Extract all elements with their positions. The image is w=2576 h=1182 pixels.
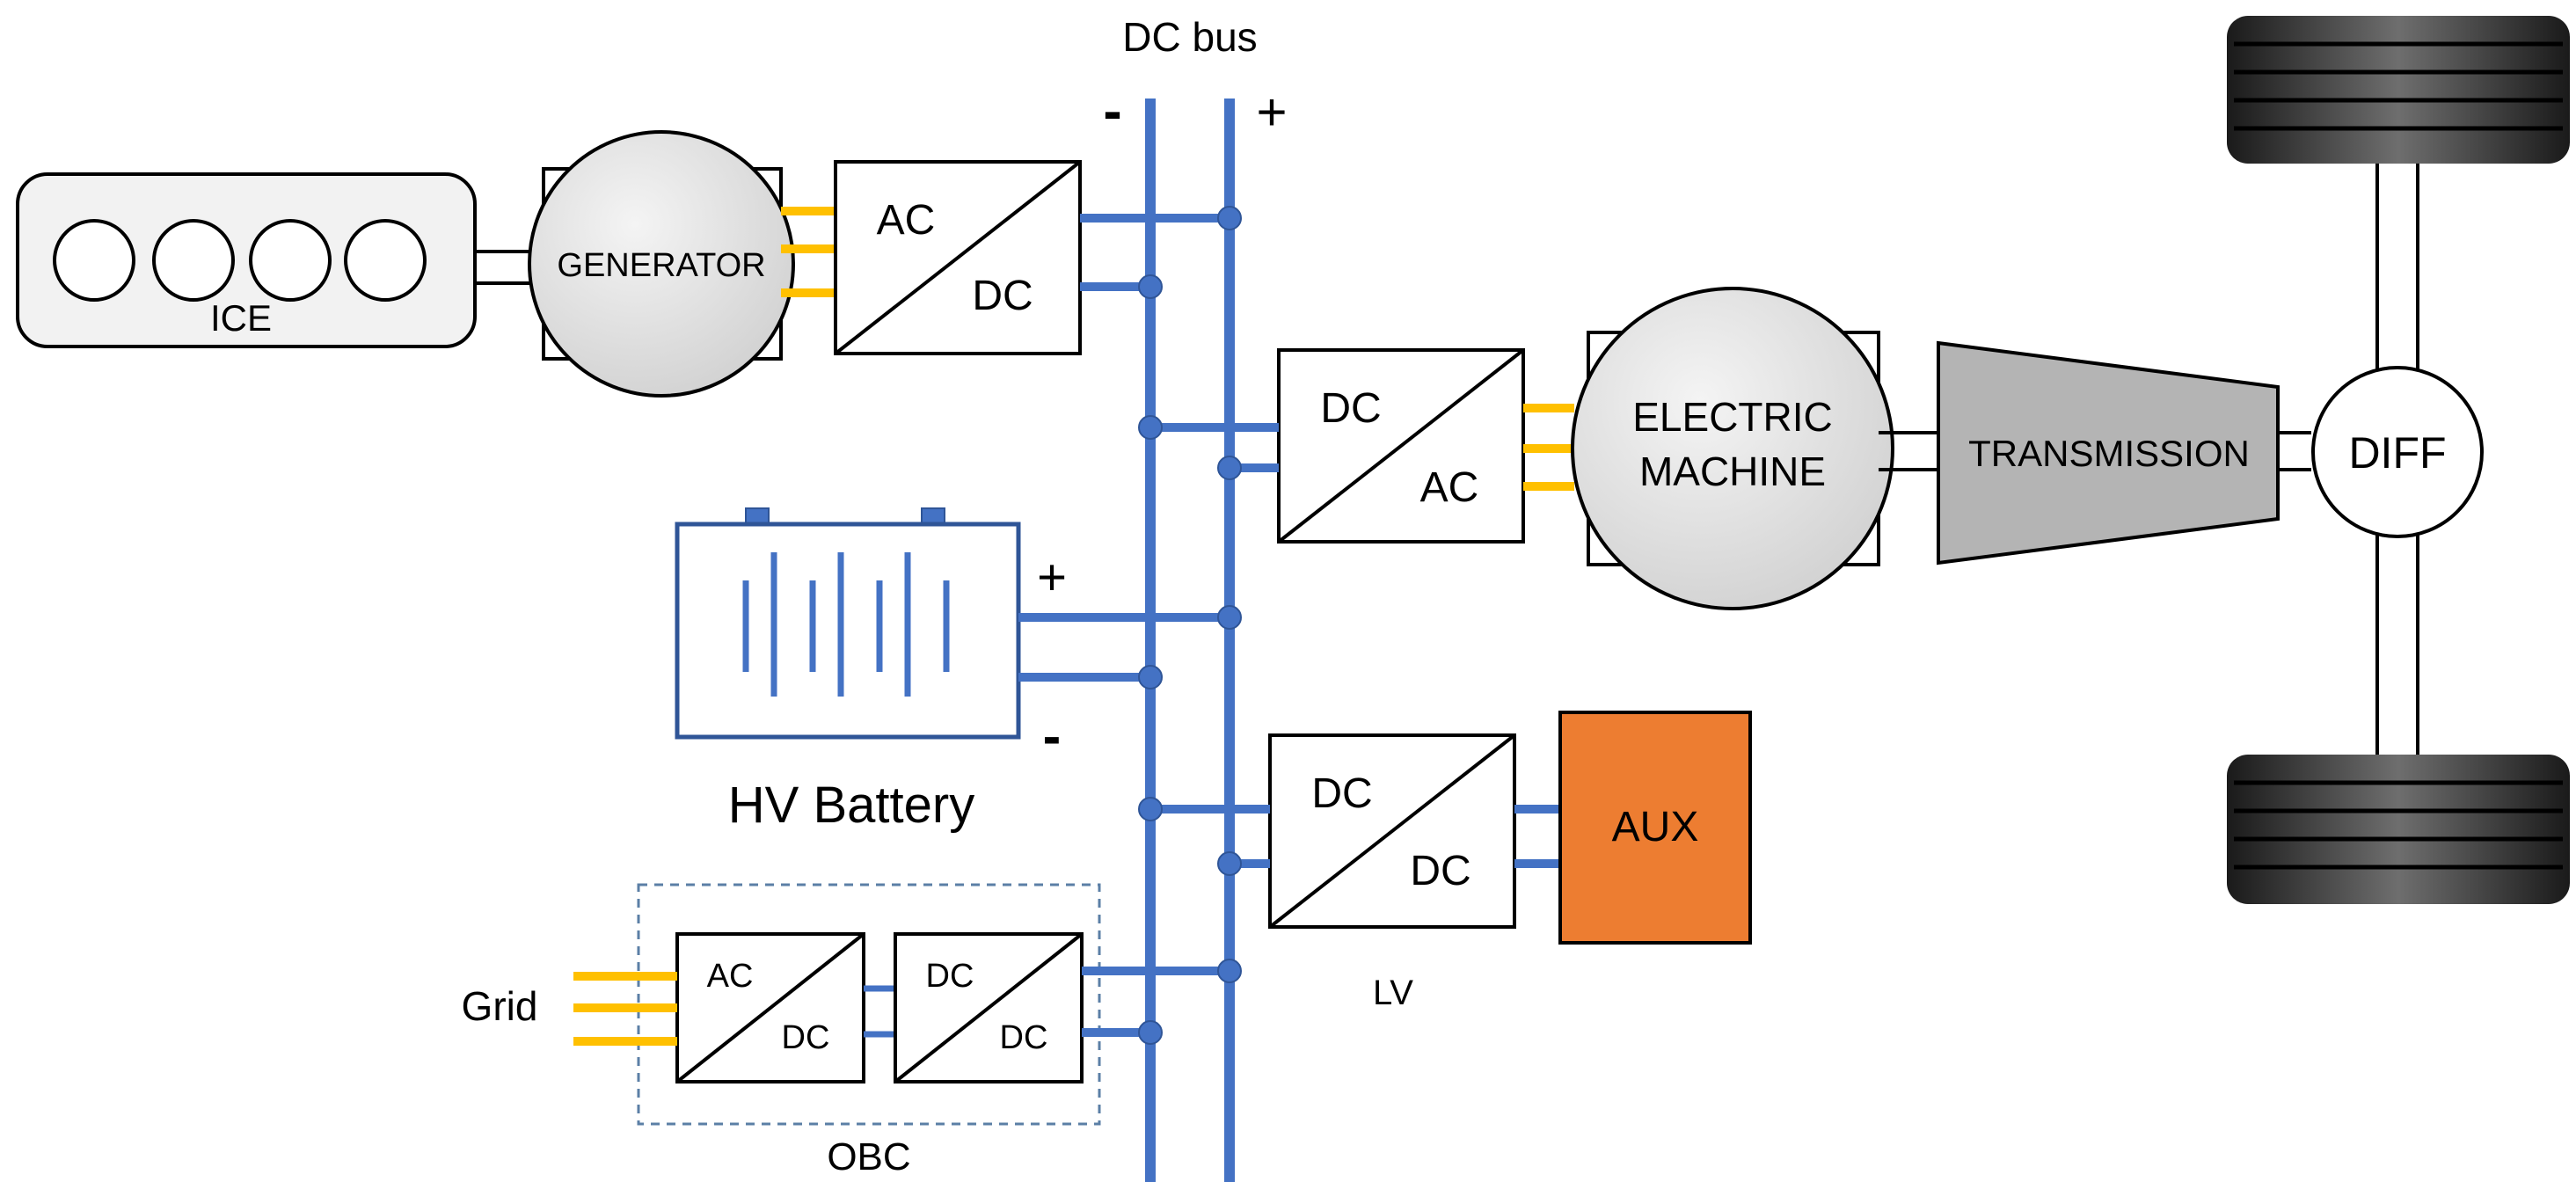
machine-transmission-shaft — [1879, 431, 1938, 471]
aux-label: AUX — [1612, 804, 1699, 850]
converter-input-label: DC — [1311, 770, 1372, 817]
bus-junction — [1217, 959, 1242, 983]
bus-junction — [1138, 665, 1163, 690]
bus-junction — [1217, 851, 1242, 876]
converter-output-label: DC — [1000, 1019, 1048, 1056]
bus-junction — [1138, 1020, 1163, 1045]
battery-dc-link — [1018, 605, 1242, 690]
bus-junction — [1217, 605, 1242, 630]
dc-bus-label: DC bus — [1122, 14, 1257, 60]
bus-junction — [1138, 274, 1163, 299]
ice-engine-body — [16, 172, 477, 348]
lv-dc-dc-converter: DC DC LV — [1268, 733, 1516, 1012]
bus-junction — [1217, 456, 1242, 480]
generator-label: GENERATOR — [557, 247, 765, 284]
battery-plus-sign: + — [1037, 549, 1067, 606]
aux-load: AUX — [1558, 711, 1752, 945]
ice-label: ICE — [210, 297, 272, 339]
electric-machine-label-line1: ELECTRIC — [1632, 394, 1832, 440]
electric-machine: ELECTRIC MACHINE — [1571, 287, 1894, 610]
machine-ac-lines — [1523, 404, 1574, 491]
differential: DIFF — [2311, 366, 2484, 538]
aux-box — [1558, 711, 1752, 945]
transmission: TRANSMISSION — [1937, 340, 2280, 565]
bus-junction — [1217, 206, 1242, 230]
grid-label: Grid — [462, 983, 538, 1029]
converter-input-label: AC — [877, 197, 936, 244]
converter-output-label: DC — [1410, 848, 1470, 894]
ice-cylinder-icon — [53, 219, 135, 302]
dc-bus-minus-sign: - — [1103, 79, 1121, 142]
wheel-top-icon — [2227, 16, 2570, 164]
ice-cylinder-icon — [344, 219, 427, 302]
obc-boundary — [637, 883, 1101, 1126]
differential-label: DIFF — [2348, 428, 2446, 478]
electric-machine-rotor-icon — [1571, 287, 1894, 610]
machine-dc-ac-converter: DC AC — [1277, 348, 1525, 544]
battery-minus-sign: - — [1043, 706, 1062, 767]
ice-cylinder-icon — [249, 219, 332, 302]
electric-machine-label-line2: MACHINE — [1639, 449, 1826, 494]
dc-bus: DC bus - + — [1103, 14, 1288, 1182]
converter-output-label: DC — [782, 1019, 830, 1056]
converter-input-label: DC — [1320, 385, 1381, 432]
ice-cylinder-icon — [152, 219, 235, 302]
generator: GENERATOR — [528, 130, 795, 398]
converter-output-label: DC — [972, 273, 1033, 319]
ice-block: ICE — [16, 172, 477, 348]
generator-dc-link — [1080, 206, 1242, 299]
generator-rotor-icon — [528, 130, 795, 398]
transmission-label: TRANSMISSION — [1968, 433, 2250, 474]
obc-label: OBC — [827, 1135, 910, 1178]
converter-output-label: AC — [1420, 464, 1479, 511]
bus-junction — [1138, 797, 1163, 821]
ice-generator-shaft — [475, 250, 533, 285]
battery-body — [675, 522, 1021, 740]
grid-input: Grid — [462, 972, 677, 1046]
obc: OBC AC DC DC DC — [637, 883, 1101, 1178]
dc-bus-plus-sign: + — [1256, 83, 1287, 142]
transmission-diff-shaft — [2278, 431, 2311, 471]
battery-cells-icon — [742, 552, 950, 697]
converter-input-label: DC — [926, 958, 974, 995]
transmission-body — [1937, 340, 2280, 565]
obc-dc-link — [1082, 959, 1242, 1045]
lv-converter-caption: LV — [1373, 974, 1413, 1012]
lv-dc-link — [1138, 797, 1560, 876]
generator-ac-dc-converter: AC DC — [834, 160, 1082, 355]
machine-dc-link — [1138, 415, 1279, 480]
hv-battery: + - HV Battery — [675, 507, 1067, 834]
battery-label: HV Battery — [728, 777, 974, 834]
converter-input-label: AC — [707, 958, 754, 995]
wheel-bottom-icon — [2227, 755, 2570, 904]
bus-junction — [1138, 415, 1163, 440]
axle — [2375, 164, 2419, 755]
generator-ac-lines — [781, 207, 836, 297]
differential-circle — [2311, 366, 2484, 538]
